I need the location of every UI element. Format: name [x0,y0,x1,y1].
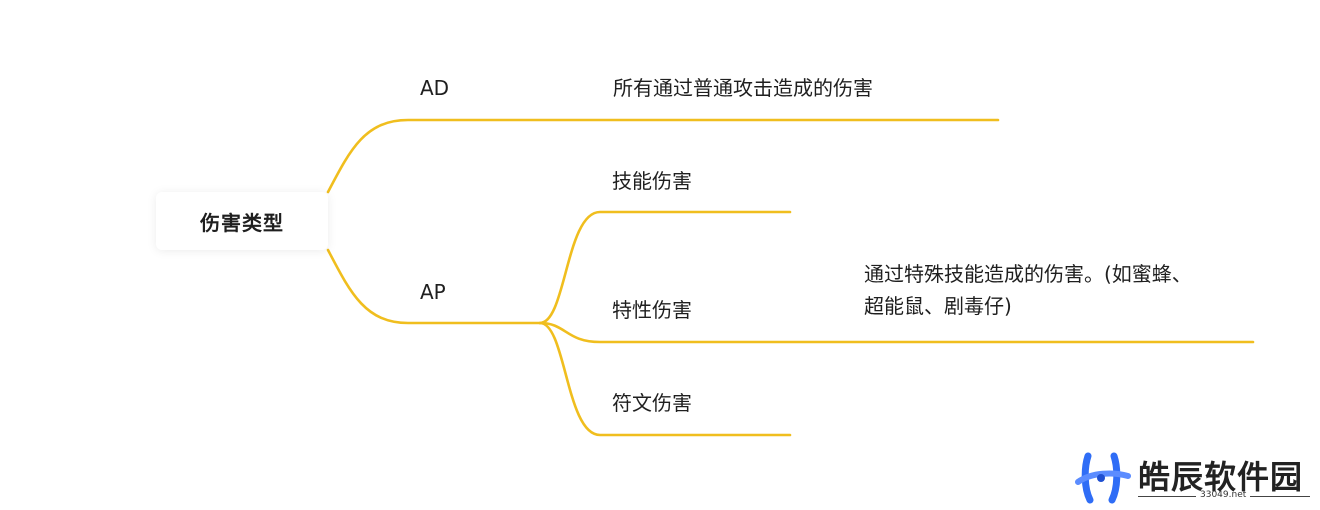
watermark-title: 皓辰软件园 [1138,458,1304,496]
node-ad-detail[interactable]: 所有通过普通攻击造成的伤害 [613,76,873,100]
watermark-url: 33049.net [1200,490,1247,500]
node-skill-damage[interactable]: 技能伤害 [612,169,692,193]
watermark-logo-icon [1075,452,1131,504]
watermark-rule-left [1138,496,1196,497]
node-ad[interactable]: AD [420,76,450,100]
watermark: 皓辰软件园 33049.net [1074,450,1314,506]
edge-ap-rune [538,321,792,437]
node-trait-detail[interactable]: 通过特殊技能造成的伤害。(如蜜蜂、超能鼠、剧毒仔) [864,262,1192,318]
edge-root-ad [326,118,1000,194]
edge-ap-trait [538,321,1255,344]
edge-ap-skill [538,210,792,325]
watermark-rule-right [1250,496,1310,497]
node-rune-damage[interactable]: 符文伤害 [612,391,692,415]
root-node[interactable]: 伤害类型 [156,192,328,250]
edge-root-ap [326,248,542,325]
root-label: 伤害类型 [200,210,284,235]
node-trait-damage[interactable]: 特性伤害 [612,298,692,322]
node-ap[interactable]: AP [420,280,446,304]
